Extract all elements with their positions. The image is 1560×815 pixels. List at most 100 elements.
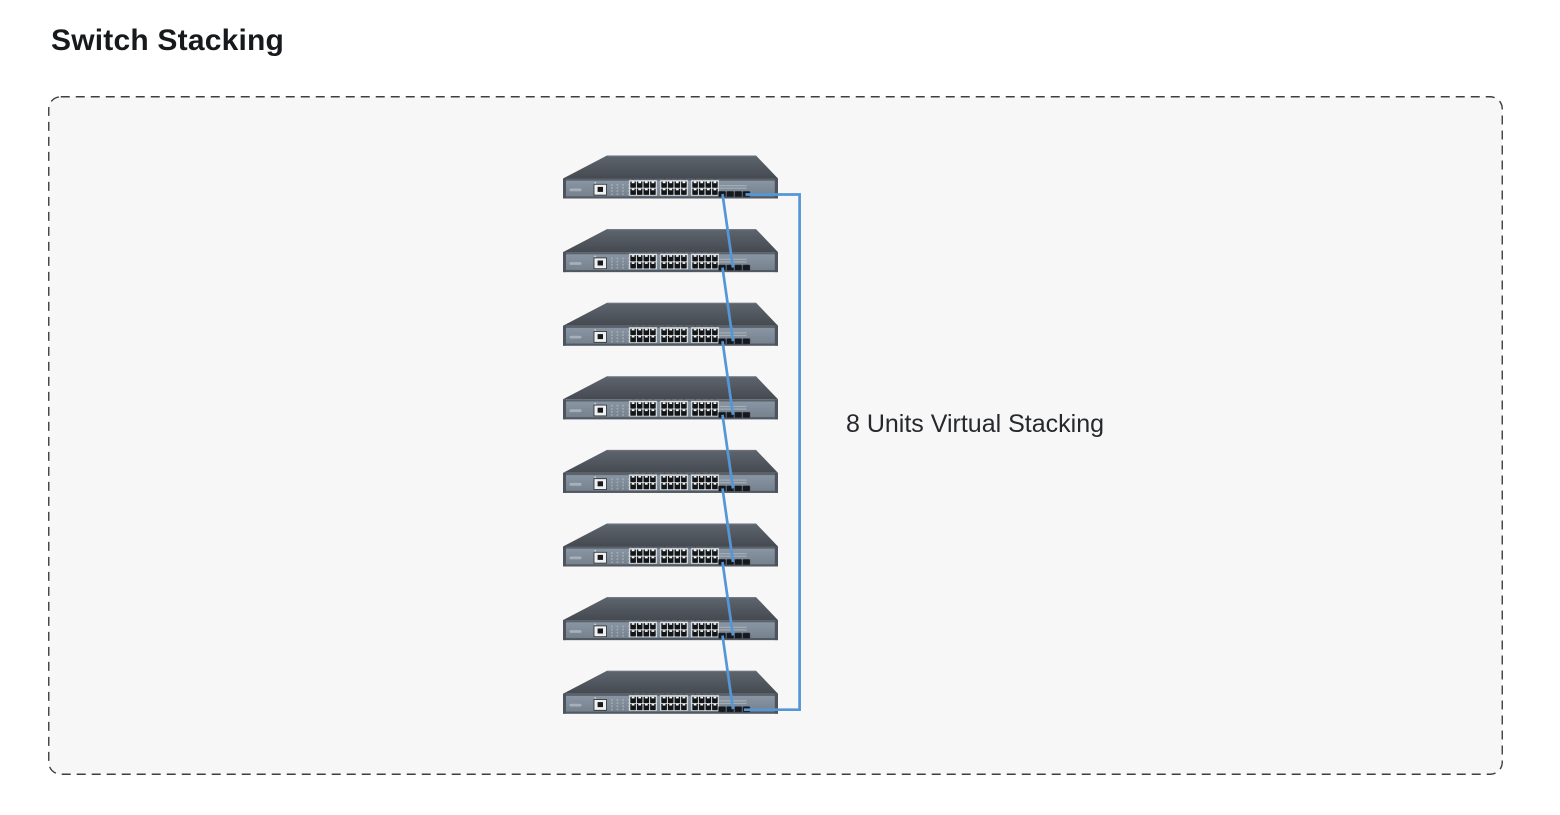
led-matrix <box>611 478 630 490</box>
switch-left-edge <box>563 252 566 273</box>
rj45-port-contacts <box>713 483 717 485</box>
rj45-port-contacts <box>693 409 697 412</box>
rj45-port-contacts <box>713 549 717 552</box>
rj45-port-contacts <box>706 623 710 625</box>
rj45-port-contacts <box>638 475 642 478</box>
switch-left-edge <box>563 472 566 493</box>
rj45-port-contacts <box>662 409 666 412</box>
rj45-port-contacts <box>682 475 686 478</box>
rj45-port-contacts <box>669 181 673 184</box>
console-led <box>594 255 597 258</box>
switch-unit-8 <box>563 670 778 714</box>
rj45-port-contacts <box>693 556 697 559</box>
switch-face-bottom-lip <box>563 638 778 641</box>
rj45-port-contacts <box>669 402 673 404</box>
console-port-jack <box>597 186 603 192</box>
rj45-port-contacts <box>638 255 642 257</box>
rj45-port-contacts <box>682 623 686 625</box>
rj45-port-contacts <box>669 623 673 625</box>
switch-roof <box>563 229 778 253</box>
rj45-port-contacts <box>713 556 717 559</box>
rj45-port-contacts <box>669 556 673 559</box>
rj45-port-contacts <box>638 630 642 632</box>
rj45-port-group-2 <box>659 619 689 638</box>
switch-unit-3 <box>563 302 778 346</box>
rj45-port-contacts <box>638 402 642 404</box>
rj45-port-contacts <box>700 188 704 191</box>
rj45-port-contacts <box>662 475 666 478</box>
switch-face-top-lip <box>563 620 778 623</box>
rj45-port-contacts <box>675 556 679 559</box>
led-matrix <box>611 257 630 269</box>
rj45-port-contacts <box>700 703 704 706</box>
rj45-port-contacts <box>631 328 635 331</box>
rj45-port-contacts <box>631 696 635 699</box>
led-matrix <box>611 184 630 195</box>
rj45-port-contacts <box>631 335 635 338</box>
rj45-port-contacts <box>631 630 635 632</box>
rj45-port-contacts <box>693 262 697 264</box>
rj45-port-contacts <box>651 188 655 191</box>
rj45-port-group-3 <box>690 178 720 196</box>
rj45-port-contacts <box>706 328 710 331</box>
rj45-port-contacts <box>662 696 666 699</box>
rj45-port-contacts <box>631 483 635 485</box>
diagram-container <box>48 96 1503 775</box>
sfp-port <box>734 191 743 198</box>
rj45-port-contacts <box>713 703 717 706</box>
rj45-port-contacts <box>713 475 717 478</box>
rj45-port-contacts <box>669 328 673 331</box>
console-port-jack <box>597 554 603 560</box>
rj45-port-contacts <box>662 181 666 184</box>
brand-mark <box>569 188 582 192</box>
rj45-port-group-2 <box>659 325 689 344</box>
rj45-port-contacts <box>631 262 635 264</box>
console-led <box>594 476 597 479</box>
switch-unit-5 <box>563 449 778 493</box>
rj45-port-contacts <box>638 188 642 191</box>
switch-face-top-lip <box>563 399 778 402</box>
switch-right-edge <box>774 178 778 199</box>
rj45-port-contacts <box>631 188 635 191</box>
rj45-port-contacts <box>651 696 655 699</box>
sfp-port <box>726 191 735 198</box>
rj45-port-contacts <box>638 483 642 485</box>
stack-cable-1-2 <box>721 193 735 268</box>
rj45-port-contacts <box>644 335 648 338</box>
rj45-port-contacts <box>682 483 686 485</box>
rj45-port-contacts <box>693 475 697 478</box>
rj45-port-contacts <box>669 475 673 478</box>
rj45-port-contacts <box>675 328 679 331</box>
rj45-port-contacts <box>638 703 642 706</box>
rj45-port-group-2 <box>659 693 689 712</box>
switch-left-edge <box>563 620 566 641</box>
rj45-port-contacts <box>693 181 697 184</box>
brand-mark <box>569 335 582 339</box>
rj45-port-contacts <box>631 703 635 706</box>
rj45-port-contacts <box>675 549 679 552</box>
rj45-port-contacts <box>713 181 717 184</box>
rj45-port-contacts <box>644 255 648 257</box>
rj45-port-contacts <box>644 696 648 699</box>
switch-roof <box>563 670 778 694</box>
switch-right-edge <box>774 399 778 420</box>
rj45-port-contacts <box>706 556 710 559</box>
rj45-port-contacts <box>675 402 679 404</box>
rj45-port-contacts <box>651 328 655 331</box>
rj45-port-contacts <box>682 696 686 699</box>
sfp-port <box>734 411 743 418</box>
rj45-port-contacts <box>682 556 686 559</box>
switch-face-top-lip <box>563 472 778 476</box>
rj45-port-contacts <box>662 623 666 625</box>
rj45-port-contacts <box>682 188 686 191</box>
rj45-port-contacts <box>706 409 710 412</box>
switch-face-top-lip <box>563 178 778 181</box>
rj45-port-contacts <box>638 556 642 559</box>
rj45-port-contacts <box>713 328 717 331</box>
rj45-port-contacts <box>706 483 710 485</box>
stack-cable-6-7 <box>721 561 735 636</box>
brand-mark <box>569 482 582 486</box>
rj45-port-contacts <box>713 623 717 625</box>
rj45-port-group-1 <box>628 546 658 564</box>
